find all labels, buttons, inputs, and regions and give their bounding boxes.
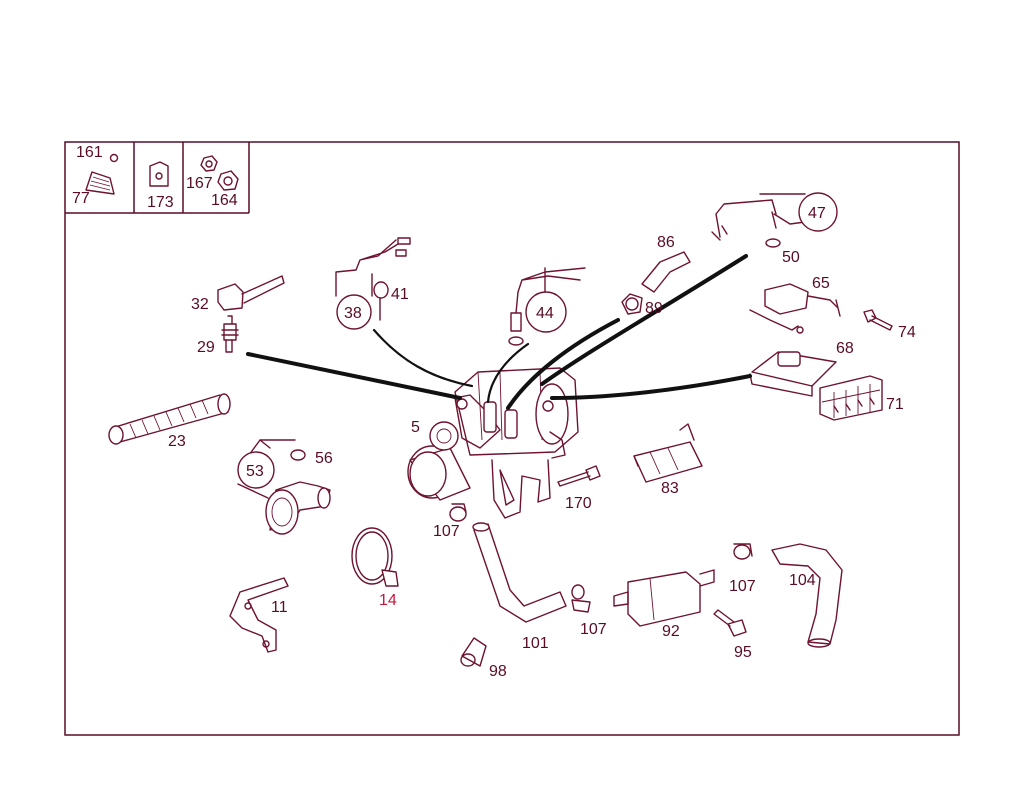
legend-label-167: 167 [186,175,213,192]
label-170: 170 [565,495,592,512]
label-98: 98 [489,663,507,680]
legend-boxes: 161 77 173 167 164 [65,142,250,214]
label-44: 44 [536,305,554,322]
nut-icon [200,155,239,191]
label-65: 65 [812,275,830,292]
clamp-89 [621,293,643,315]
label-92: 92 [662,623,680,640]
hose-23 [108,393,231,445]
label-23: 23 [168,433,186,450]
label-86: 86 [657,234,675,251]
harness-44 [508,267,586,346]
exhaust-pipe-101 [472,522,567,623]
label-56: 56 [315,450,333,467]
label-11: 11 [271,599,288,616]
diagram-frame [64,141,960,736]
fuel-line-47 [711,192,838,248]
legend-label-161: 161 [76,144,103,161]
bolt-74 [863,309,893,331]
clamp-107c [733,543,753,560]
glow-plug-29 [221,315,239,353]
label-50: 50 [782,249,800,266]
label-29: 29 [197,339,215,356]
bolt-170 [557,465,601,487]
legend-label-164: 164 [211,192,238,209]
label-107-right: 107 [729,578,756,595]
label-107-middle: 107 [580,621,607,638]
legend-label-77: 77 [72,190,90,207]
relay-65 [749,283,841,334]
label-83: 83 [661,480,679,497]
label-74: 74 [898,324,916,341]
clip-icon [149,161,169,187]
label-68: 68 [836,340,854,357]
label-47: 47 [808,205,826,222]
muffler-92 [613,569,715,627]
heat-shield-83 [633,423,703,483]
label-71: 71 [886,396,904,413]
air-inlet-53 [237,439,331,535]
label-104: 104 [789,572,816,589]
label-101: 101 [522,635,549,652]
label-95: 95 [734,644,752,661]
grommet-98 [460,637,487,667]
label-107-left: 107 [433,523,460,540]
label-41: 41 [391,286,409,303]
bracket-68 [749,351,837,397]
sensor-32 [217,275,285,311]
bracket-plate-icon [85,153,119,195]
label-32: 32 [191,296,209,313]
label-89: 89 [645,300,663,317]
clamp-107a [449,503,467,522]
band-clamp-14 [351,527,399,587]
label-53: 53 [246,463,264,480]
connector-71 [819,375,883,421]
label-14: 14 [379,592,397,609]
part-labels: 5 11 14 23 29 32 38 41 44 47 50 53 56 65… [168,205,916,680]
pointer-arrows [246,254,752,410]
legend-label-173: 173 [147,194,174,211]
label-5: 5 [411,419,420,436]
clamp-107b [571,584,591,613]
harness-38 [335,237,411,330]
bolt-95 [713,609,747,637]
bracket-11 [229,577,289,653]
hose-86 [641,251,691,293]
label-38: 38 [344,305,362,322]
elbow-pipe-104 [771,543,843,648]
